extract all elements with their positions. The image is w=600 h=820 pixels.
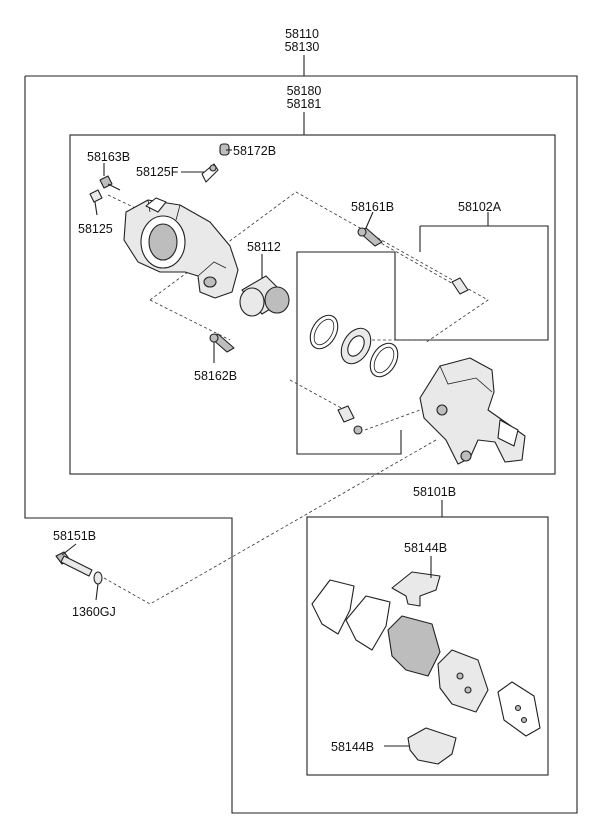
caliper-carrier-bracket — [419, 357, 526, 465]
label-58144B-upper: 58144B — [404, 541, 447, 555]
washer-58125 — [89, 189, 103, 203]
bolt-58163B — [99, 175, 121, 191]
piston-58112 — [239, 275, 290, 317]
leader-lines — [61, 149, 489, 747]
label-58180: 58180 — [287, 84, 322, 98]
label-1360GJ: 1360GJ — [72, 605, 116, 619]
assembly-frame — [24, 55, 578, 814]
bleeder-screw-58125F — [201, 163, 219, 183]
label-58151B: 58151B — [53, 529, 96, 543]
label-58101B: 58101B — [413, 485, 456, 499]
label-58163B: 58163B — [87, 150, 130, 164]
label-58181: 58181 — [287, 97, 322, 111]
seal-kit-parts — [309, 277, 469, 435]
label-58130: 58130 — [285, 40, 320, 54]
washer-1360GJ — [93, 571, 103, 585]
label-58110: 58110 — [285, 27, 319, 41]
label-58112: 58112 — [247, 240, 281, 254]
label-58161B: 58161B — [351, 200, 394, 214]
guide-pin-58161B — [357, 227, 383, 247]
label-58125: 58125 — [78, 222, 113, 236]
mounting-bolt-58151B — [55, 551, 93, 577]
label-58144B-lower: 58144B — [331, 740, 374, 754]
label-58162B: 58162B — [194, 369, 237, 383]
seal-kit-outline — [296, 225, 549, 455]
label-58125F: 58125F — [136, 165, 179, 179]
part-labels: 58110 58130 58180 58181 58163B 58172B 58… — [53, 27, 502, 754]
pad-kit-parts — [311, 571, 541, 765]
label-58172B: 58172B — [233, 144, 276, 158]
caliper-housing — [123, 197, 239, 299]
label-58102A: 58102A — [458, 200, 502, 214]
